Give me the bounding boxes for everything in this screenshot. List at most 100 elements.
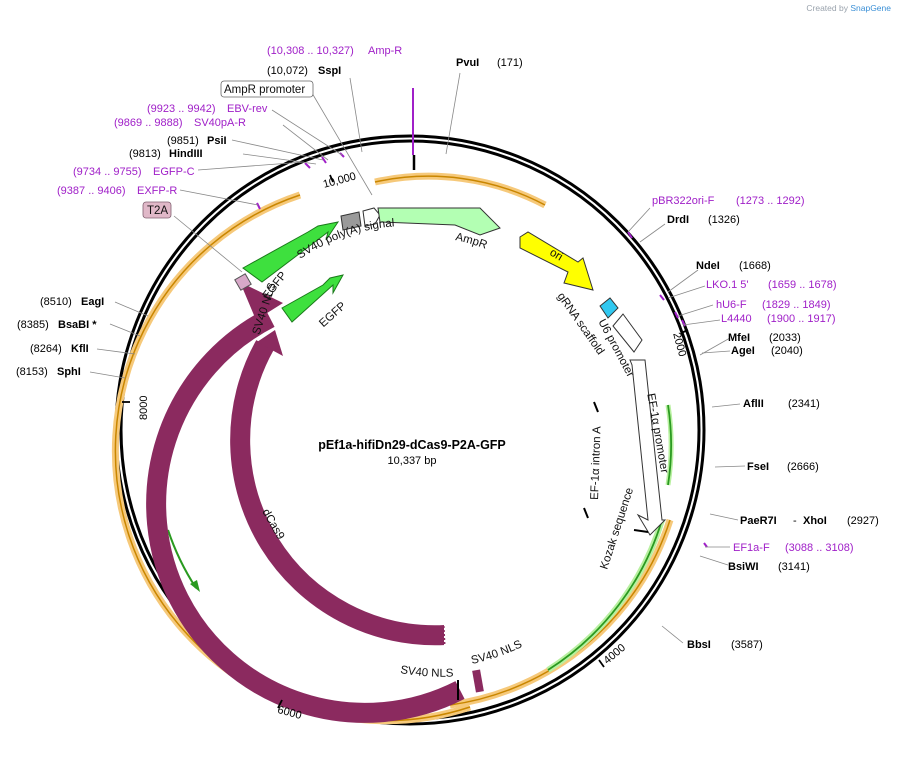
enzyme-fsei-name: FseI xyxy=(747,461,769,473)
orange-track-top-core xyxy=(374,175,546,206)
ampr-promoter-label: AmpR promoter xyxy=(224,84,305,96)
primer-sv40pa-r-range: (9869 .. 9888) xyxy=(114,117,183,129)
feature-sv40-nls-right-text: SV40 NLS xyxy=(470,638,524,667)
primer-exfp-r-name: EXFP-R xyxy=(137,185,177,197)
snapgene-credit: Created by SnapGene xyxy=(806,3,891,13)
dcas9-arrowhead xyxy=(257,330,283,356)
enzyme-mfei-pos: (2033) xyxy=(769,332,801,344)
enzyme-bsiwi-pos: (3141) xyxy=(778,561,810,573)
feature-sv40-nls-bottom-text: SV40 NLS xyxy=(400,664,455,680)
enzyme-eagi-pos: (8510) xyxy=(40,296,72,308)
feature-cas9-label: Cas9 xyxy=(198,550,221,579)
enzyme-paer7i-separator: - xyxy=(793,515,797,527)
enzyme-agei-name: AgeI xyxy=(731,345,755,357)
enzyme-xhoi-name: XhoI xyxy=(803,515,827,527)
plasmid-length: 10,337 bp xyxy=(388,455,437,467)
tick-label-8000: 8000 xyxy=(138,396,150,420)
feature-kozak-label: Kozak sequence xyxy=(598,486,636,571)
primer-hu6-f-range: (1829 .. 1849) xyxy=(762,299,831,311)
egfp-arrow-2 xyxy=(281,274,344,323)
enzyme-ndei-pos: (1668) xyxy=(739,260,771,272)
enzyme-bsabi-pos: (8385) xyxy=(17,319,49,331)
enzyme-xhoi-pos: (2927) xyxy=(847,515,879,527)
sv40-nls-small-box xyxy=(234,273,252,291)
primer-ef1a-f-name: EF1a-F xyxy=(733,542,770,554)
enzyme-kfli-name: KflI xyxy=(71,343,89,355)
polya-box xyxy=(340,211,362,231)
enzyme-aflii-name: AflII xyxy=(743,398,764,410)
primer-sv40pa-r-name: SV40pA-R xyxy=(194,117,246,129)
primer-pbr322ori-f-name: pBR322ori-F xyxy=(652,195,715,207)
enzyme-sphi-name: SphI xyxy=(57,366,81,378)
leader-lines xyxy=(89,72,746,644)
feature-ef1a-intron-label: EF-1α intron A xyxy=(589,426,604,500)
enzyme-paer7i-name: PaeR7I xyxy=(740,515,777,527)
tick-label-10000: 10,000 xyxy=(322,171,358,191)
enzyme-bsabi-name: BsaBI * xyxy=(58,319,97,331)
ampr-promoter-label-box xyxy=(220,80,314,98)
primer-amp-r-name: Amp-R xyxy=(368,45,402,57)
credit-brand: SnapGene xyxy=(850,3,891,13)
ef1a-intron-mark-1 xyxy=(593,401,599,413)
primer-lko1-range: (1659 .. 1678) xyxy=(768,279,837,291)
green-track-mid-core xyxy=(667,404,672,486)
cas9-arrowhead xyxy=(240,282,283,320)
ef1a-promoter-arrow xyxy=(629,359,667,536)
scale-ticks xyxy=(122,174,689,709)
enzyme-sspi-name: SspI xyxy=(318,65,341,77)
primer-pbr322ori-f-range: (1273 .. 1292) xyxy=(736,195,805,207)
credit-prefix: Created by xyxy=(806,3,848,13)
ori-arrow xyxy=(519,231,594,291)
enzyme-psii-pos: (9851) xyxy=(167,135,199,147)
plasmid-name: pEf1a-hifiDn29-dCas9-P2A-GFP xyxy=(318,438,506,452)
enzyme-eagi-name: EagI xyxy=(81,296,104,308)
ef1a-intron-mark-2 xyxy=(583,507,589,519)
primer-l4440-name: L4440 xyxy=(721,313,752,325)
primer-ef1a-f-range: (3088 .. 3108) xyxy=(785,542,854,554)
enzyme-pvui-name: PvuI xyxy=(456,57,479,69)
enzyme-sphi-pos: (8153) xyxy=(16,366,48,378)
primer-hu6-f-name: hU6-F xyxy=(716,299,747,311)
primer-egfp-c-name: EGFP-C xyxy=(153,166,195,178)
enzyme-kfli-pos: (8264) xyxy=(30,343,62,355)
t2a-label-box xyxy=(142,201,172,219)
feature-ori-label: ori xyxy=(547,247,564,264)
primer-ebv-rev-range: (9923 .. 9942) xyxy=(147,103,216,115)
green-track-right-core xyxy=(547,519,663,671)
ampr-promoter-arrow xyxy=(362,207,381,227)
tick-label-2000: 2000 xyxy=(670,331,688,358)
grna-scaffold-arrow xyxy=(599,297,619,319)
primer-exfp-r-range: (9387 .. 9406) xyxy=(57,185,126,197)
enzyme-pvui-pos: (171) xyxy=(497,57,523,69)
enzyme-agei-pos: (2040) xyxy=(771,345,803,357)
dcas9-arrow xyxy=(230,340,446,646)
enzyme-drdi-pos: (1326) xyxy=(708,214,740,226)
enzyme-ndei-name: NdeI xyxy=(696,260,720,272)
egfp-arrow-1 xyxy=(242,221,340,283)
feature-sv40-nls-right-label: SV40 NLS xyxy=(470,638,524,667)
primer-lko1-name: LKO.1 5' xyxy=(706,279,748,291)
primer-markers xyxy=(256,88,708,548)
sv40-nls-block-2 xyxy=(472,669,484,693)
green-track-right xyxy=(546,519,665,673)
enzyme-bbsi-name: BbsI xyxy=(687,639,711,651)
green-track-left-arrow xyxy=(190,580,200,592)
tick-label-4000: 4000 xyxy=(601,642,627,667)
enzyme-fsei-pos: (2666) xyxy=(787,461,819,473)
primer-ebv-rev-name: EBV-rev xyxy=(227,103,268,115)
orange-track-top xyxy=(374,172,547,209)
enzyme-hindiii-name: HindIII xyxy=(169,148,203,160)
primer-amp-r-range: (10,308 .. 10,327) xyxy=(267,45,354,57)
enzyme-bsiwi-name: BsiWI xyxy=(728,561,759,573)
feature-egfp-lower-label: EGFP xyxy=(317,300,349,330)
cas9-arrow xyxy=(146,309,465,723)
primer-egfp-c-range: (9734 .. 9755) xyxy=(73,166,142,178)
enzyme-sspi-pos: (10,072) xyxy=(267,65,308,77)
enzyme-aflii-pos: (2341) xyxy=(788,398,820,410)
enzyme-psii-name: PsiI xyxy=(207,135,227,147)
primer-l4440-range: (1900 .. 1917) xyxy=(767,313,836,325)
ampr-arrow xyxy=(377,207,501,236)
kozak-mark xyxy=(633,529,649,533)
enzyme-mfei-name: MfeI xyxy=(728,332,750,344)
